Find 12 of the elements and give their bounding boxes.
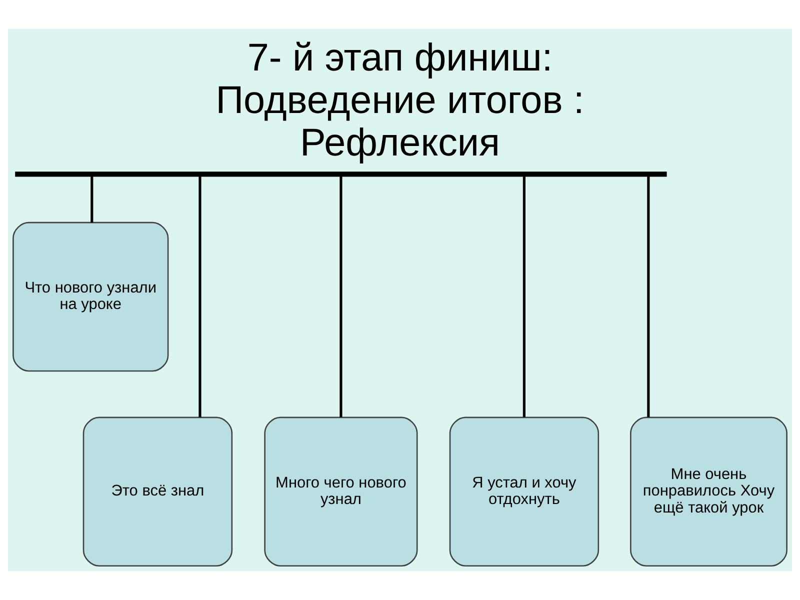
node-box: Я устал и хочу отдохнуть xyxy=(449,416,600,566)
node-box: Это всё знал xyxy=(82,416,233,566)
node-box: Много чего нового узнал xyxy=(264,416,418,566)
node-box: Что нового узнали на уроке xyxy=(12,222,169,372)
node-bar xyxy=(15,172,667,177)
connector xyxy=(647,176,650,418)
connector xyxy=(198,176,202,418)
diagram-title: 7- й этап финиш: Подведение итогов : Рефлексия xyxy=(216,36,584,164)
connector xyxy=(90,176,94,223)
connector xyxy=(340,176,342,418)
connector xyxy=(522,176,526,418)
node-box: Мне очень понравилось Хочу ещё такой урок xyxy=(630,416,788,566)
